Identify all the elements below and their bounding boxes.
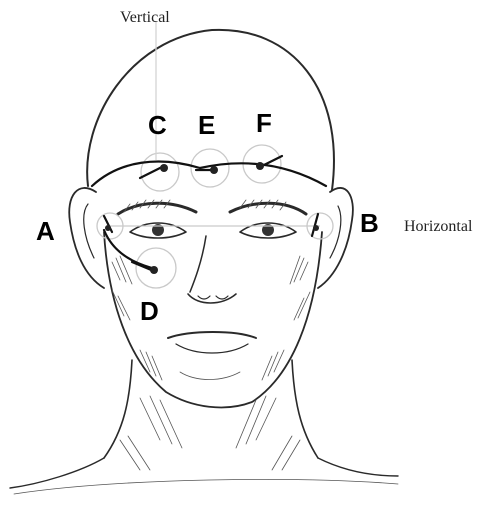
vertical-annotation: Vertical [120,9,170,26]
electrode-label-e: E [198,110,215,140]
horizontal-annotation: Horizontal [404,218,473,235]
electrode-d-dot [150,266,158,274]
electrode-label-c: C [148,110,167,140]
electrode-c-dot [160,164,168,172]
electrode-label-a: A [36,216,55,246]
electrode-e-dot [210,166,218,174]
electrode-wires [92,156,326,274]
electrode-f-dot [256,162,264,170]
electrode-b-dot [313,225,319,231]
electrode-a-dot [105,225,111,231]
electrode-label-f: F [256,108,272,138]
head-illustration [10,30,398,494]
electrode-label-d: D [140,296,159,326]
electrode-c-pad [141,153,179,191]
electrode-label-b: B [360,208,379,238]
